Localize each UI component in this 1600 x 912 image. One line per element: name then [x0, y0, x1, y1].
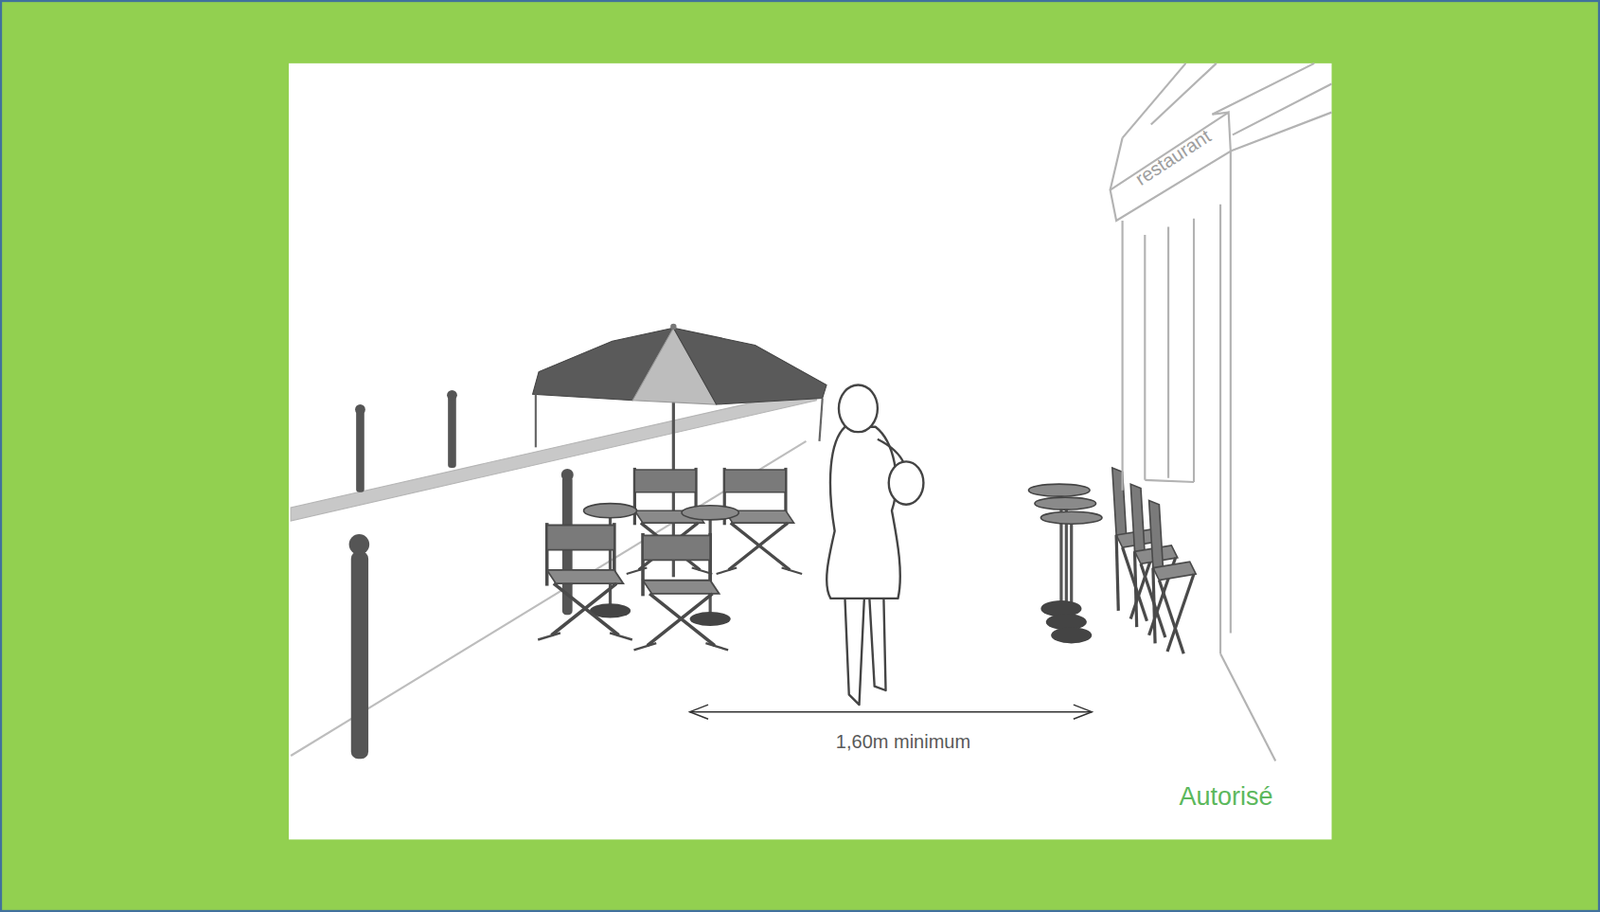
bollard — [355, 410, 365, 493]
dimension-label: 1,60m minimum — [835, 730, 971, 752]
facade-line — [1230, 112, 1333, 152]
director-chair — [716, 467, 803, 574]
facade-line — [1220, 653, 1276, 761]
table-top — [1040, 511, 1103, 524]
arrow-head — [690, 704, 709, 719]
facade-line — [1229, 151, 1232, 634]
table-top — [681, 505, 739, 520]
pedestrian-legs — [844, 597, 886, 705]
side-chair — [1149, 499, 1197, 654]
director-chair — [634, 533, 729, 650]
window-frame — [1143, 234, 1146, 480]
restaurant-facade — [1110, 63, 1333, 762]
bollard — [447, 395, 457, 467]
table-top — [1034, 497, 1097, 510]
facade-line — [1121, 220, 1124, 491]
window-frame — [1192, 218, 1195, 482]
bollard-top — [349, 533, 371, 555]
white-panel — [288, 63, 1333, 840]
dimension-arrow — [690, 704, 1093, 719]
terrace-furniture-left — [537, 467, 802, 650]
facade-line — [1110, 138, 1123, 191]
pedestrian-head — [838, 385, 878, 433]
bag-strap — [877, 439, 905, 464]
facade-line — [1211, 63, 1315, 115]
facade-line — [1211, 112, 1228, 115]
director-chair — [537, 522, 633, 640]
dimension-line — [690, 711, 1093, 713]
parasol-panel — [673, 327, 827, 405]
sign-panel — [1110, 112, 1231, 221]
window-frame — [1144, 480, 1194, 482]
table-top — [1028, 483, 1090, 497]
bollard-top — [561, 468, 574, 481]
arrow-head — [1073, 704, 1092, 719]
window-frame — [1167, 226, 1170, 478]
parasol-rib — [534, 393, 537, 447]
bollard-top — [446, 390, 458, 401]
bollard — [351, 551, 369, 759]
bollard-top — [355, 404, 366, 415]
table-base — [690, 611, 731, 626]
pedestrian-coat — [826, 426, 901, 599]
table-top — [584, 503, 638, 518]
curb-band — [290, 388, 817, 521]
pedestrian-bag — [888, 461, 925, 504]
facade-line — [1151, 63, 1217, 125]
facade-line — [1232, 83, 1333, 135]
parasol-rib — [818, 398, 822, 442]
parasol-tip — [670, 323, 676, 330]
terrace-furniture-right — [1028, 467, 1196, 654]
status-stamp: Autorisé — [1178, 782, 1273, 812]
table-base — [1050, 626, 1092, 643]
pedestrian — [826, 385, 924, 706]
facade-line — [1219, 204, 1222, 654]
bollards — [349, 390, 574, 759]
